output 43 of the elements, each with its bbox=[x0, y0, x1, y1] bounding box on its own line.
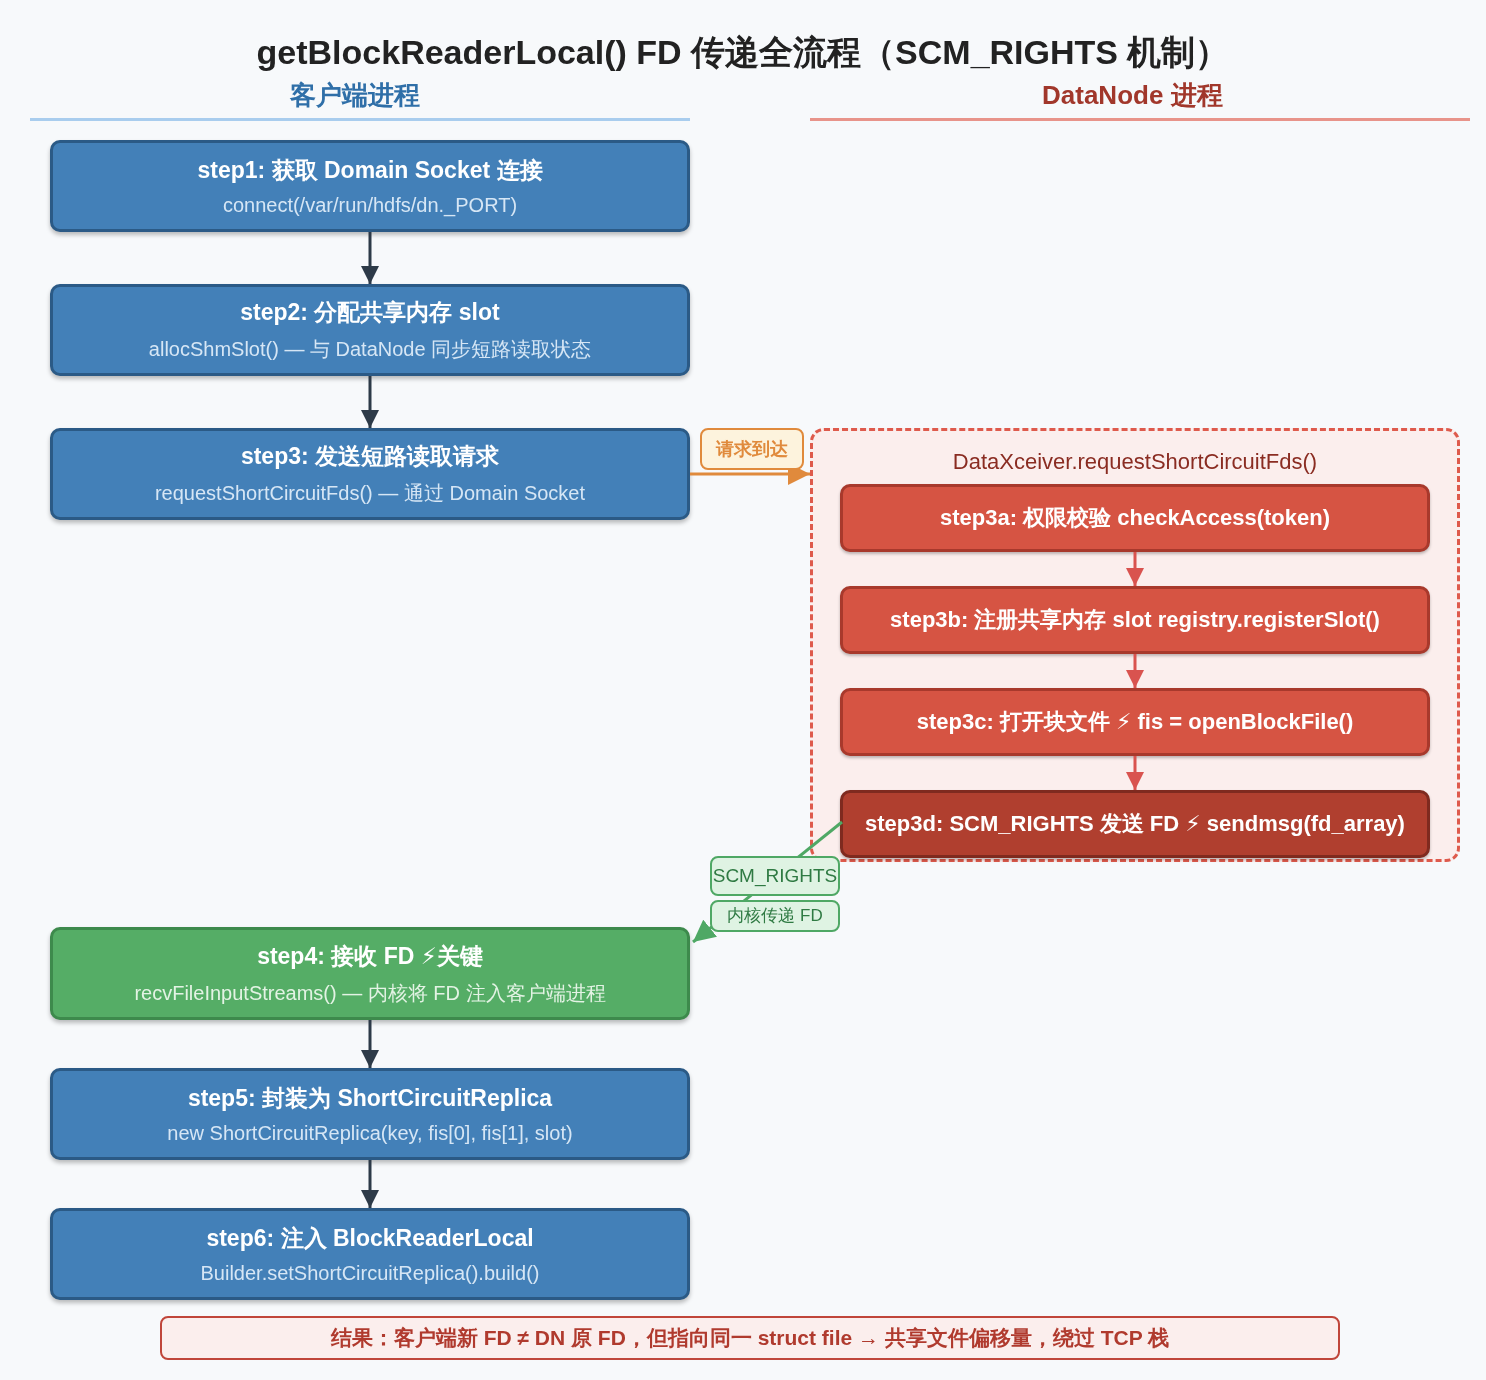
step-title: 结果：客户端新 FD ≠ DN 原 FD，但指向同一 struct file → 共享文件偏移量，绕过 TCP 栈 bbox=[330, 1325, 1170, 1351]
step-detail: new ShortCircuitReplica(key, fis[0], fis[1], slot) bbox=[167, 1122, 573, 1145]
lane-heading: 客户端进程 bbox=[290, 79, 420, 112]
process-box bbox=[840, 586, 1430, 654]
step-title: step2: 分配共享内存 slot bbox=[240, 298, 500, 327]
step-title: step5: 封装为 ShortCircuitReplica bbox=[187, 1084, 553, 1113]
step-title: step1: 获取 Domain Socket 连接 bbox=[197, 156, 543, 185]
process-box bbox=[840, 790, 1430, 858]
lane-heading: DataNode 进程 bbox=[1042, 79, 1223, 112]
step-title: step3c: 打开块文件 ⚡ fis = openBlockFile() bbox=[916, 708, 1354, 736]
process-box bbox=[50, 1068, 690, 1160]
arrow bbox=[1126, 654, 1144, 688]
arrow bbox=[361, 232, 379, 284]
process-box bbox=[50, 428, 690, 520]
group-title: DataXceiver.requestShortCircuitFds() bbox=[952, 449, 1318, 475]
step-title: step3b: 注册共享内存 slot registry.registerSlot() bbox=[890, 606, 1380, 634]
edge-label: SCM_RIGHTS bbox=[710, 856, 840, 896]
step-title: step3d: SCM_RIGHTS 发送 FD ⚡ sendmsg(fd_array) bbox=[865, 810, 1405, 838]
process-box bbox=[840, 484, 1430, 552]
process-box bbox=[50, 927, 690, 1020]
arrow bbox=[1126, 552, 1144, 586]
process-box bbox=[50, 1208, 690, 1300]
diagram-title: getBlockReaderLocal() FD 传递全流程（SCM_RIGHTS 机制） bbox=[255, 32, 1231, 73]
step-title: step6: 注入 BlockReaderLocal bbox=[206, 1224, 534, 1253]
arrow bbox=[1126, 756, 1144, 790]
step-detail: allocShmSlot() — 与 DataNode 同步短路读取状态 bbox=[148, 337, 592, 362]
process-box bbox=[50, 140, 690, 232]
arrow bbox=[361, 1020, 379, 1068]
step-detail: Builder.setShortCircuitReplica().build() bbox=[200, 1262, 540, 1285]
step-title: step3: 发送短路读取请求 bbox=[240, 442, 500, 471]
step-detail: recvFileInputStreams() — 内核将 FD 注入客户端进程 bbox=[134, 980, 606, 1006]
result-box bbox=[160, 1316, 1340, 1360]
step-title: step4: 接收 FD ⚡关键 bbox=[257, 941, 483, 971]
process-box bbox=[50, 284, 690, 376]
step-detail: connect(/var/run/hdfs/dn._PORT) bbox=[222, 194, 518, 217]
arrow bbox=[361, 376, 379, 428]
edge-label: 请求到达 bbox=[700, 428, 804, 470]
group-container bbox=[810, 428, 1460, 862]
step-title: step3a: 权限校验 checkAccess(token) bbox=[940, 504, 1330, 532]
step-detail: requestShortCircuitFds() — 通过 Domain Socket bbox=[154, 481, 586, 506]
arrow bbox=[361, 1160, 379, 1208]
process-box bbox=[840, 688, 1430, 756]
note-tag: 内核传递 FD bbox=[710, 900, 840, 932]
